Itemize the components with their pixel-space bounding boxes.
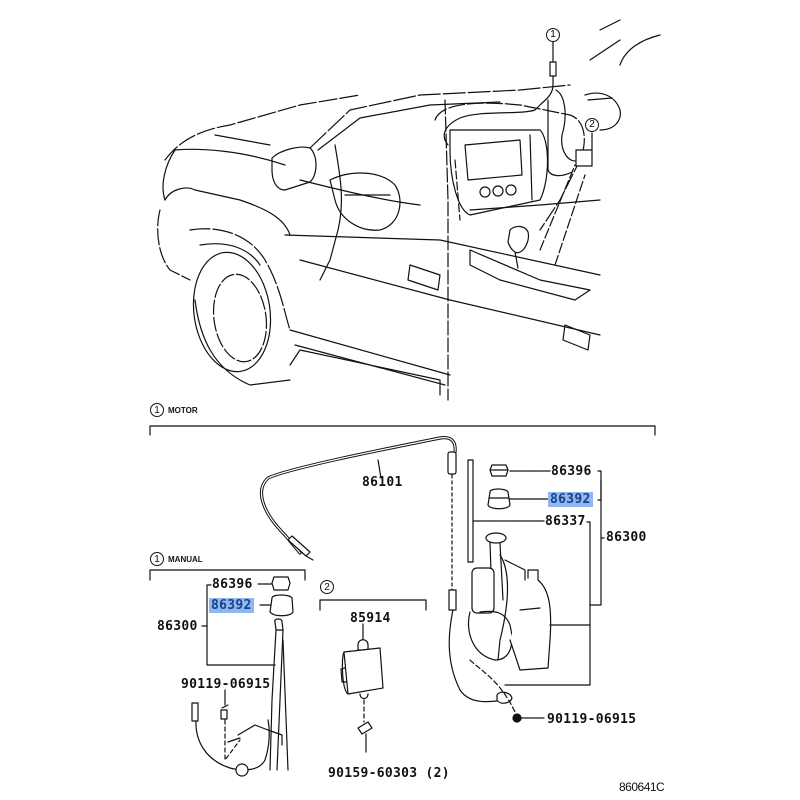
relay-section-bracket — [319, 599, 427, 611]
part-label-manual-86396[interactable]: 86396 — [212, 577, 253, 592]
section-header-motor: 1 MOTOR — [150, 403, 198, 417]
overview-callout-antenna[interactable]: 1 — [546, 22, 560, 42]
part-label-motor-86396[interactable]: 86396 — [551, 464, 592, 479]
motor-group-bracket-86300 — [504, 470, 605, 686]
part-label-motor-86300[interactable]: 86300 — [606, 530, 647, 545]
part-label-86337[interactable]: 86337 — [545, 514, 586, 529]
callout-number-relay: 2 — [320, 580, 334, 594]
document-id: 860641C — [619, 780, 665, 794]
part-label-motor-86392[interactable]: 86392 — [548, 492, 593, 507]
callout-number-2: 2 — [585, 117, 599, 132]
manual-antenna-parts — [191, 576, 294, 777]
part-label-86101[interactable]: 86101 — [362, 475, 403, 490]
part-label-manual-90119-06915[interactable]: 90119-06915 — [181, 677, 271, 692]
motor-section-bracket — [149, 425, 656, 436]
part-label-motor-90119-06915[interactable]: 90119-06915 — [547, 712, 637, 727]
part-label-85914[interactable]: 85914 — [350, 611, 391, 626]
manual-section-bracket — [149, 569, 306, 666]
section-title-manual: MANUAL — [168, 554, 203, 564]
part-label-manual-86392[interactable]: 86392 — [209, 598, 254, 613]
section-header-relay: 2 — [320, 580, 334, 594]
overview-callout-relay[interactable]: 2 — [585, 112, 599, 132]
callout-number-manual: 1 — [150, 552, 164, 566]
section-title-motor: MOTOR — [168, 405, 198, 415]
relay-85914-illustration — [340, 623, 384, 753]
part-label-90159-60303[interactable]: 90159-60303 (2) — [328, 766, 450, 781]
motor-antenna-parts — [448, 459, 552, 723]
part-label-manual-86300[interactable]: 86300 — [157, 619, 198, 634]
antenna-cable-86101 — [259, 436, 457, 591]
section-header-manual: 1 MANUAL — [150, 552, 203, 566]
vehicle-overview-illustration — [157, 19, 661, 401]
callout-number-1: 1 — [546, 27, 560, 42]
callout-number-motor: 1 — [150, 403, 164, 417]
